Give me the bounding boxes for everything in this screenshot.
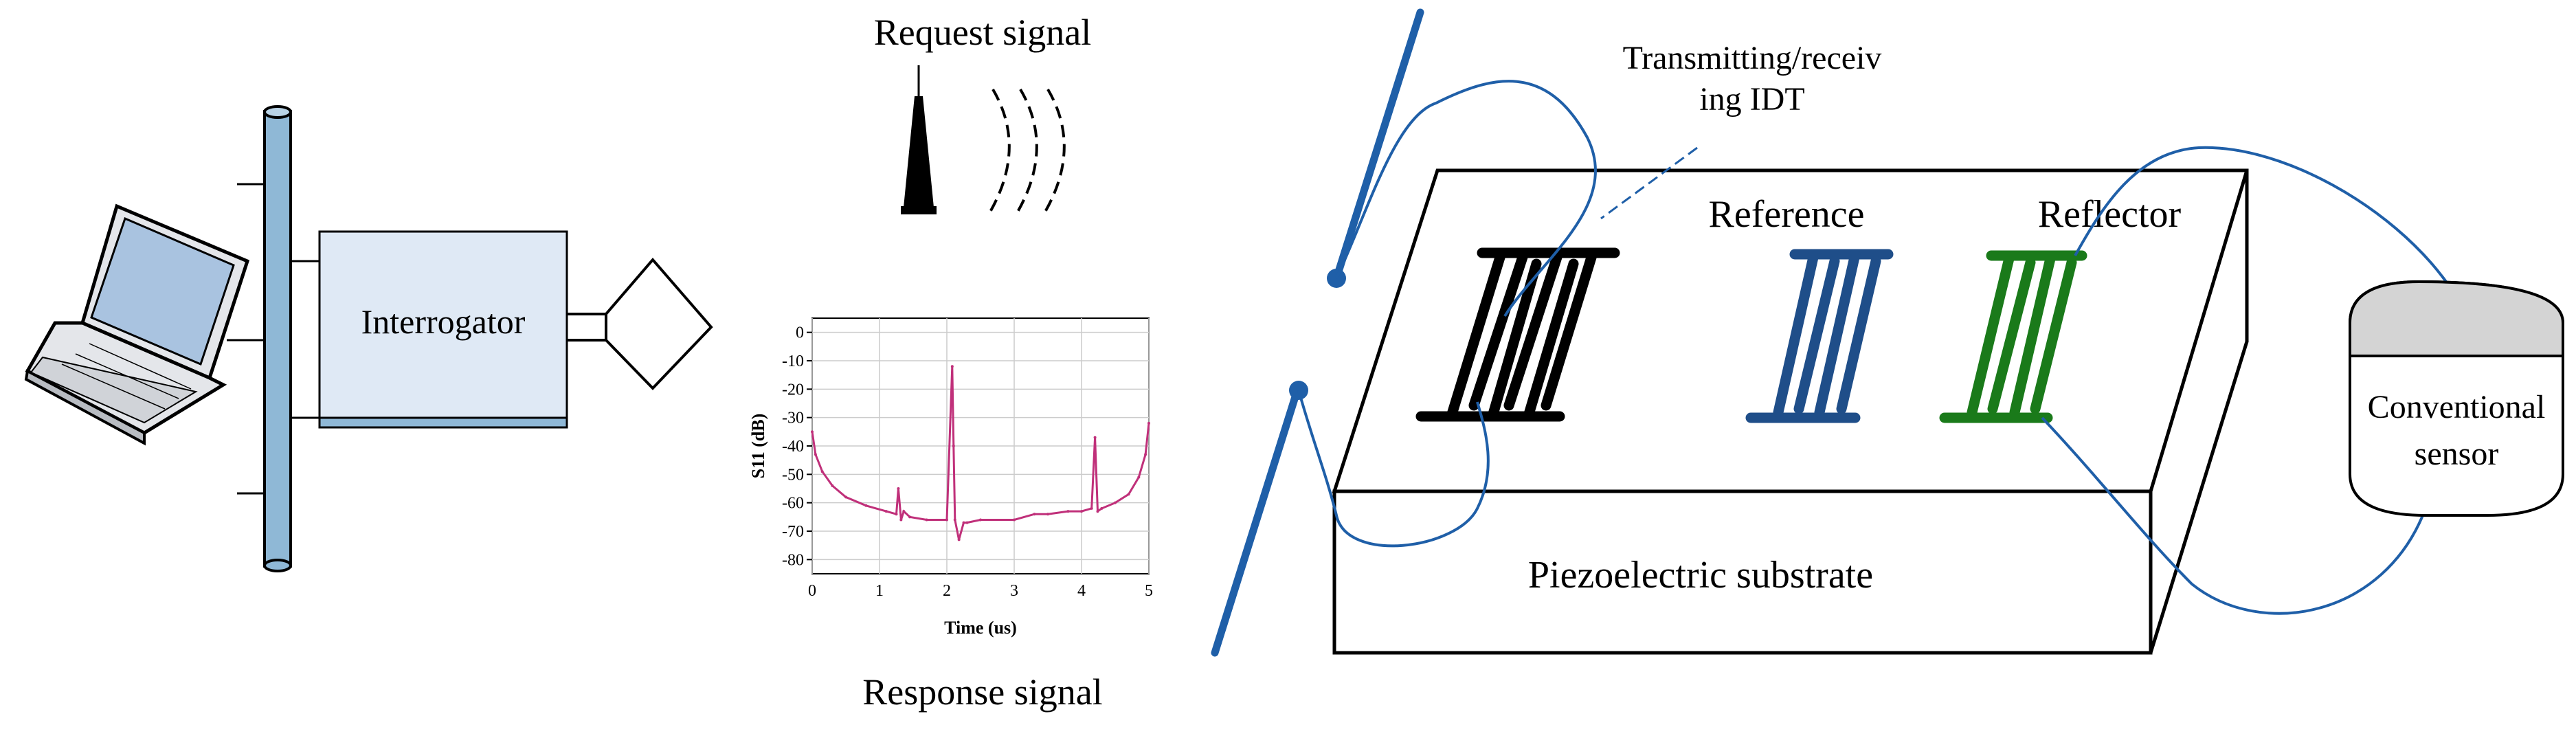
chart-point bbox=[1066, 510, 1070, 513]
chart-y-tick-label: -50 bbox=[782, 466, 804, 484]
sensor-label-line1: Conventional bbox=[2368, 389, 2546, 425]
chart-x-tick-label: 4 bbox=[1077, 582, 1086, 600]
substrate-label: Piezoelectric substrate bbox=[1528, 554, 1873, 596]
chart-point bbox=[864, 504, 868, 507]
chart-point bbox=[884, 510, 888, 513]
chart-point bbox=[925, 518, 928, 522]
chart-x-tick-label: 2 bbox=[943, 582, 951, 600]
chart-points bbox=[811, 365, 1150, 541]
chart-point bbox=[1137, 476, 1141, 479]
chart-y-tick-label: -70 bbox=[782, 523, 804, 541]
chart-point bbox=[1144, 453, 1147, 456]
s11-chart: 0 1 2 3 4 5 0 -10 -20 -30 -40 -50 -60 -70 -80 Time (us… bbox=[748, 317, 1153, 638]
response-signal-label: Response signal bbox=[862, 671, 1102, 713]
chart-ticks: 0 1 2 3 4 5 0 -10 -20 -30 -40 -50 -60 -70 -80 bbox=[782, 324, 1153, 600]
chart-point bbox=[811, 430, 814, 434]
conventional-sensor: Conventional sensor bbox=[2349, 280, 2564, 517]
chart-point bbox=[844, 495, 847, 499]
chart-y-tick-label: -40 bbox=[782, 438, 804, 456]
sensor-wires bbox=[2041, 146, 2448, 615]
chart-point bbox=[1090, 506, 1093, 510]
chart-point bbox=[895, 513, 898, 516]
interrogator-label: Interrogator bbox=[361, 302, 526, 341]
chart-point bbox=[962, 521, 965, 524]
chart-point bbox=[908, 515, 912, 519]
sensor-label-line2: sensor bbox=[2415, 436, 2499, 472]
chart-point bbox=[899, 518, 903, 522]
chart-point bbox=[952, 445, 955, 447]
chart-x-tick-label: 0 bbox=[808, 582, 816, 600]
chart-point bbox=[831, 484, 834, 487]
request-signal-label: Request signal bbox=[874, 12, 1091, 53]
chart-point bbox=[1127, 493, 1130, 496]
reference-reflector bbox=[1745, 249, 1894, 423]
reflector bbox=[1939, 250, 2087, 423]
chart-x-tick-label: 5 bbox=[1145, 582, 1153, 600]
antenna-wires bbox=[1297, 80, 1597, 548]
network-pole bbox=[227, 105, 320, 572]
chart-point bbox=[1033, 513, 1036, 516]
chart-point bbox=[1093, 436, 1097, 439]
chart-point bbox=[820, 470, 824, 473]
chart-y-tick-label: -60 bbox=[782, 495, 804, 513]
idt-label-line2: ing IDT bbox=[1699, 81, 1804, 118]
chart-ylabel: S11 (dB) bbox=[748, 414, 768, 479]
chart-point bbox=[945, 518, 948, 522]
laptop-icon bbox=[24, 203, 250, 446]
chart-y-tick-label: -10 bbox=[782, 353, 804, 370]
chart-y-tick-label: 0 bbox=[796, 324, 804, 342]
chart-point bbox=[1114, 501, 1117, 504]
chart-point bbox=[897, 487, 900, 490]
chart-y-tick-label: -80 bbox=[782, 551, 804, 569]
interrogator-antenna-icon bbox=[567, 257, 713, 390]
chart-grid bbox=[811, 318, 1150, 574]
chart-x-tick-label: 1 bbox=[875, 582, 884, 600]
chart-point bbox=[965, 521, 969, 524]
chart-point bbox=[1147, 421, 1150, 425]
chart-y-tick-label: -30 bbox=[782, 410, 804, 427]
chart-point bbox=[1013, 518, 1016, 522]
chart-point bbox=[1080, 510, 1083, 513]
wave-icon bbox=[988, 88, 1066, 214]
chart-xlabel: Time (us) bbox=[944, 618, 1017, 638]
chart-x-tick-label: 3 bbox=[1010, 582, 1018, 600]
idt-pointer bbox=[1600, 146, 1698, 220]
chart-point bbox=[979, 518, 982, 522]
chart-point bbox=[1100, 506, 1104, 510]
chart-point bbox=[814, 453, 817, 456]
chart-point bbox=[1046, 513, 1049, 516]
chart-point bbox=[953, 518, 956, 522]
chart-y-tick-label: -20 bbox=[782, 381, 804, 399]
interrogator-box: Interrogator bbox=[318, 230, 568, 429]
reference-label: Reference bbox=[1709, 193, 1865, 236]
chart-point bbox=[1096, 510, 1099, 513]
tower-icon bbox=[901, 65, 937, 214]
chart-point bbox=[950, 365, 954, 368]
chart-point bbox=[957, 538, 961, 541]
chart-point bbox=[902, 510, 906, 513]
transmitting-idt bbox=[1415, 247, 1620, 422]
idt-label-line1: Transmitting/receiv bbox=[1623, 40, 1882, 76]
